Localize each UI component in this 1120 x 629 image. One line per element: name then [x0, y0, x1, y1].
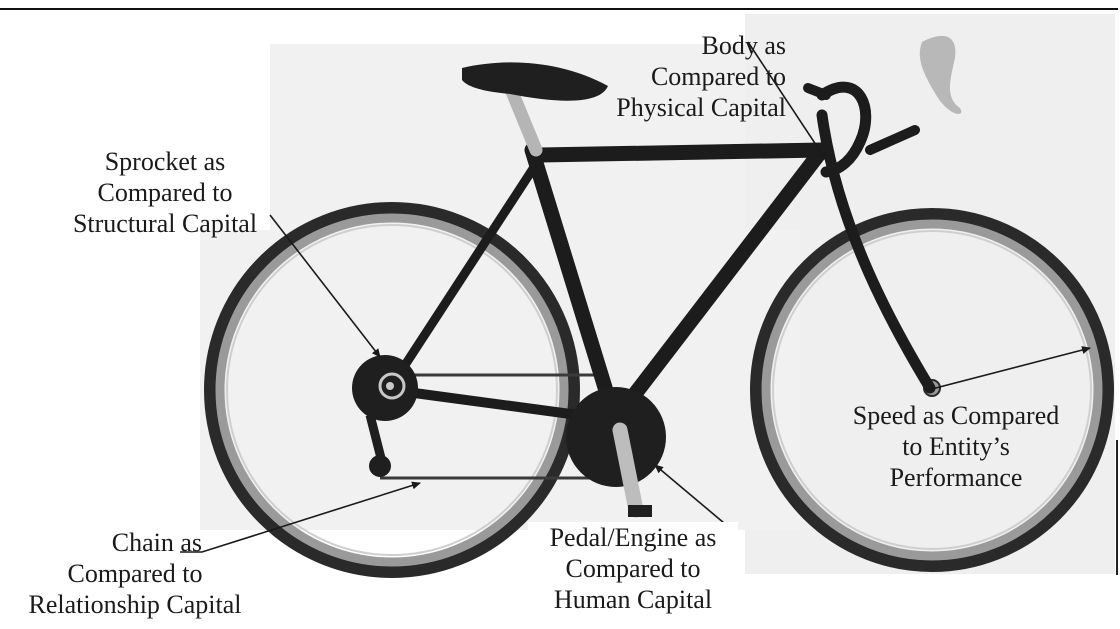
paper-background-main [200, 230, 800, 530]
body-label-line-1: Body as [610, 30, 786, 61]
speed-label-line-1: Speed as Compared [808, 400, 1104, 431]
speed-label-line-2: to Entity’s [808, 431, 1104, 462]
body-label: Body as Compared to Physical Capital [610, 30, 786, 123]
sprocket-label: Sprocket as Compared to Structural Capit… [50, 146, 280, 239]
sprocket-label-line-1: Sprocket as [50, 146, 280, 177]
speed-label: Speed as Compared to Entity’s Performanc… [808, 400, 1104, 493]
chain-label-line-1: Chain as [0, 527, 270, 558]
pedal-label: Pedal/Engine as Compared to Human Capita… [528, 522, 738, 615]
sprocket-label-line-2: Compared to [50, 177, 280, 208]
sprocket-label-line-3: Structural Capital [50, 208, 280, 239]
body-label-line-2: Compared to [610, 61, 786, 92]
speed-label-line-3: Performance [808, 462, 1104, 493]
pedal-label-line-2: Compared to [528, 553, 738, 584]
chain-label-line-3: Relationship Capital [0, 589, 270, 620]
pedal-label-line-3: Human Capital [528, 584, 738, 615]
body-label-line-3: Physical Capital [610, 92, 786, 123]
pedal-label-line-1: Pedal/Engine as [528, 522, 738, 553]
chain-label-line-2: Compared to [0, 558, 270, 589]
chain-label: Chain as Compared to Relationship Capita… [0, 527, 270, 620]
